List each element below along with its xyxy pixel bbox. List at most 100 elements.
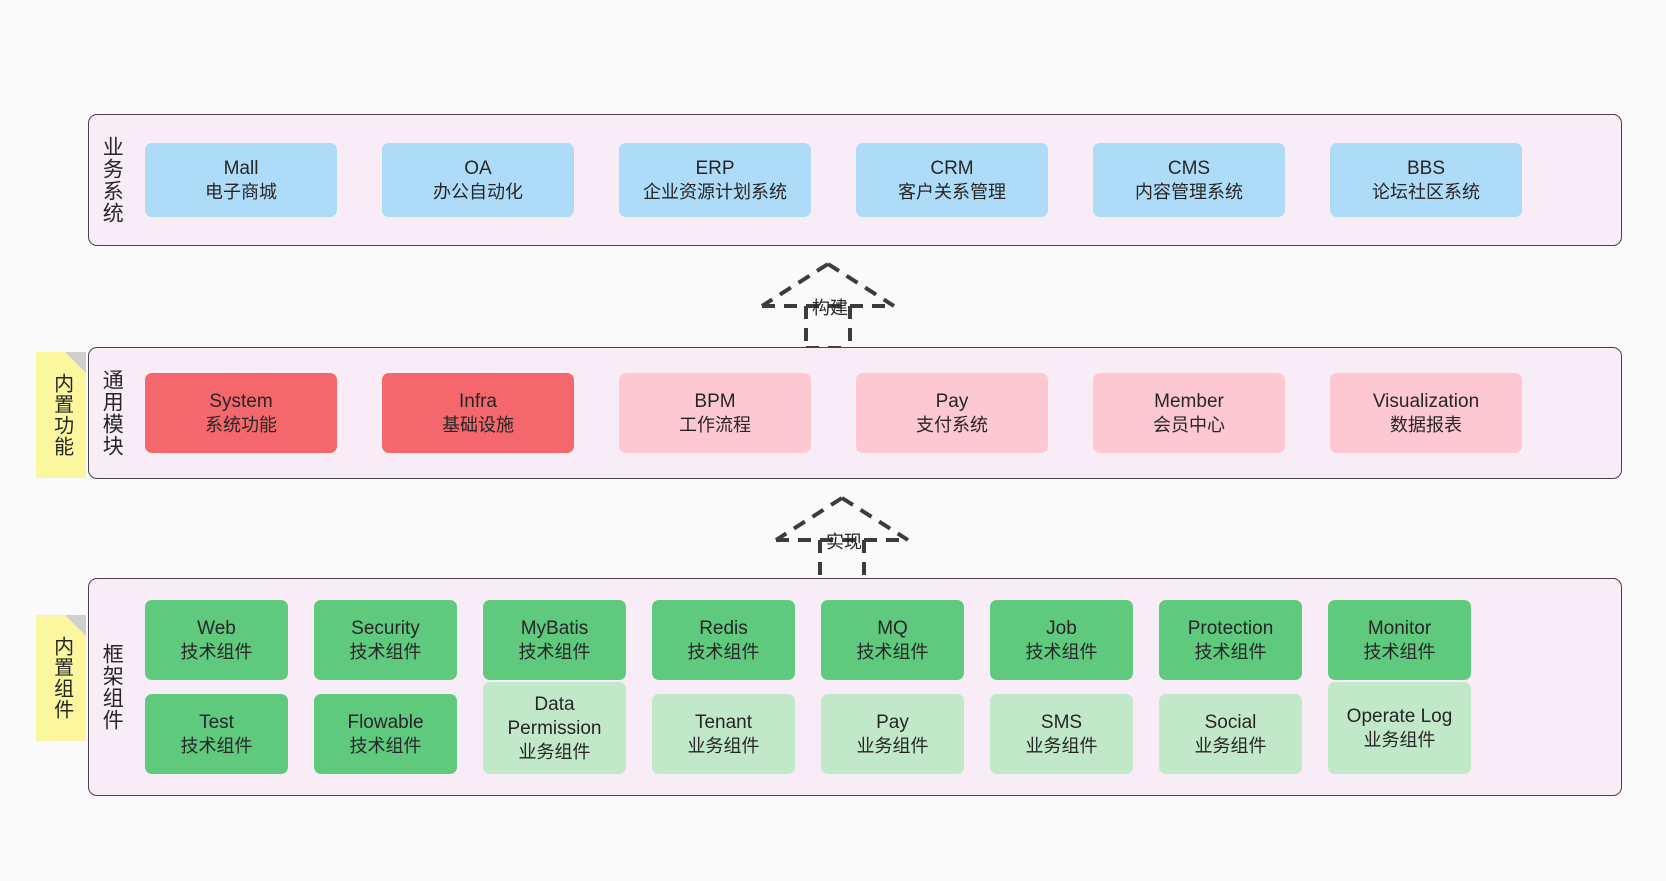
layer-title-business-systems: 业务系统 xyxy=(100,136,124,224)
component-card-name: Protection xyxy=(1187,617,1274,639)
note-builtin-features: 内置功能 xyxy=(36,352,86,478)
component-card-desc: 内容管理系统 xyxy=(1135,181,1243,202)
component-card-name: Tenant xyxy=(694,711,753,733)
note-builtin-components: 内置组件 xyxy=(36,615,86,741)
connector-implement-label: 实现 xyxy=(826,532,862,552)
component-card-name: Web xyxy=(197,617,236,639)
component-card-name: BPM xyxy=(694,390,736,412)
note-fold-corner-icon xyxy=(65,615,86,636)
component-card-name: MyBatis xyxy=(520,617,589,639)
component-card-name: Pay xyxy=(935,390,969,412)
component-card-desc: 业务组件 xyxy=(856,735,929,756)
component-card-name: Operate Log xyxy=(1346,705,1453,727)
component-card-desc: 技术组件 xyxy=(518,641,591,662)
connector-build-label: 构建 xyxy=(812,298,848,318)
component-card-name: Security xyxy=(351,617,420,639)
component-card-desc: 技术组件 xyxy=(856,641,929,662)
component-card-name: MQ xyxy=(877,617,908,639)
component-card-name: OA xyxy=(464,157,492,179)
component-card-desc: 业务组件 xyxy=(687,735,760,756)
component-card-desc: 技术组件 xyxy=(687,641,760,662)
component-card-desc: 会员中心 xyxy=(1153,414,1225,435)
component-card-desc: 业务组件 xyxy=(518,741,591,762)
component-card-desc: 基础设施 xyxy=(442,414,514,435)
component-card-name: BBS xyxy=(1406,157,1446,179)
component-card-desc: 业务组件 xyxy=(1194,735,1267,756)
component-card-desc: 技术组件 xyxy=(1194,641,1267,662)
component-card-desc: 技术组件 xyxy=(349,641,422,662)
component-card-desc: 论坛社区系统 xyxy=(1372,181,1480,202)
component-card-name: Job xyxy=(1046,617,1077,639)
component-card-name: Visualization xyxy=(1372,390,1480,412)
component-card-desc: 企业资源计划系统 xyxy=(643,181,787,202)
component-card-name: ERP xyxy=(695,157,735,179)
component-card-desc: 技术组件 xyxy=(349,735,422,756)
component-card-name: Mall xyxy=(223,157,259,179)
component-card-desc: 电子商城 xyxy=(205,181,277,202)
component-card-name: Monitor xyxy=(1367,617,1432,639)
connector-build: 构建 xyxy=(758,258,898,350)
component-card-name: Infra xyxy=(458,390,498,412)
component-card-desc: 办公自动化 xyxy=(433,181,523,202)
note-fold-corner-icon xyxy=(65,352,86,373)
component-card-desc: 数据报表 xyxy=(1390,414,1462,435)
component-card-name: Member xyxy=(1154,390,1224,412)
component-card-desc: 技术组件 xyxy=(1363,641,1436,662)
component-card-name: Flowable xyxy=(347,711,424,733)
component-card-desc: 技术组件 xyxy=(180,641,253,662)
component-card-name: CRM xyxy=(930,157,974,179)
component-card-desc: 业务组件 xyxy=(1025,735,1098,756)
component-card-desc: 支付系统 xyxy=(916,414,988,435)
component-card-name: Data Permission xyxy=(507,693,602,739)
component-card-name: CMS xyxy=(1167,157,1211,179)
component-card-desc: 工作流程 xyxy=(679,414,751,435)
connector-implement: 实现 xyxy=(772,492,912,584)
component-card-name: Redis xyxy=(699,617,748,639)
component-card-desc: 系统功能 xyxy=(205,414,277,435)
component-card-name: SMS xyxy=(1040,711,1083,733)
component-card-desc: 技术组件 xyxy=(180,735,253,756)
note-builtin-components-label: 内置组件 xyxy=(50,636,73,720)
component-card-desc: 业务组件 xyxy=(1363,729,1436,750)
component-card-name: System xyxy=(209,390,273,412)
layer-title-framework-components: 框架组件 xyxy=(100,643,124,731)
note-builtin-features-label: 内置功能 xyxy=(50,373,73,457)
